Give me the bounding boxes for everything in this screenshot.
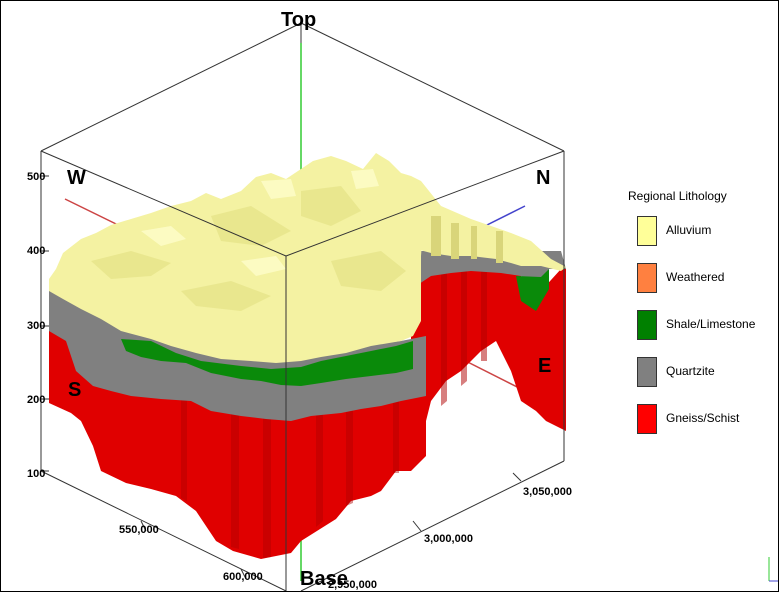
legend-title: Regional Lithology (628, 189, 727, 203)
orientation-gizmo-icon (768, 557, 778, 582)
legend-label-shale: Shale/Limestone (666, 317, 756, 331)
y-tick-2950000: 2,950,000 (328, 579, 377, 591)
legend-label-alluvium: Alluvium (666, 223, 712, 237)
direction-label-base: Base (300, 568, 348, 590)
y-tick-3050000: 3,050,000 (523, 486, 572, 498)
direction-label-east: E (538, 355, 552, 377)
z-tick-300: 300 (27, 320, 46, 332)
direction-label-south: S (68, 379, 82, 401)
z-tick-200: 200 (27, 394, 46, 406)
x-tick-600000: 600,000 (223, 571, 263, 583)
legend-swatch-alluvium (637, 216, 657, 246)
y-tick-3000000: 3,000,000 (424, 533, 473, 545)
east-section-block (411, 176, 566, 431)
legend-swatch-quartzite (637, 357, 657, 387)
bounding-box-front (40, 150, 565, 591)
legend-swatch-gneiss (637, 404, 657, 434)
direction-label-north: N (536, 167, 551, 189)
direction-label-west: W (67, 167, 86, 189)
main-section-block (49, 153, 426, 559)
direction-label-top: Top (281, 9, 317, 31)
legend-swatch-weathered (637, 263, 657, 293)
legend-label-gneiss: Gneiss/Schist (666, 411, 740, 425)
x-tick-550000: 550,000 (119, 524, 159, 536)
legend-swatch-shale (637, 310, 657, 340)
z-tick-400: 400 (27, 245, 46, 257)
z-tick-100: 100 (27, 468, 46, 480)
z-tick-500: 500 (27, 171, 46, 183)
legend-label-weathered: Weathered (666, 270, 725, 284)
axis-tick-marks (41, 175, 522, 580)
legend-label-quartzite: Quartzite (666, 364, 715, 378)
